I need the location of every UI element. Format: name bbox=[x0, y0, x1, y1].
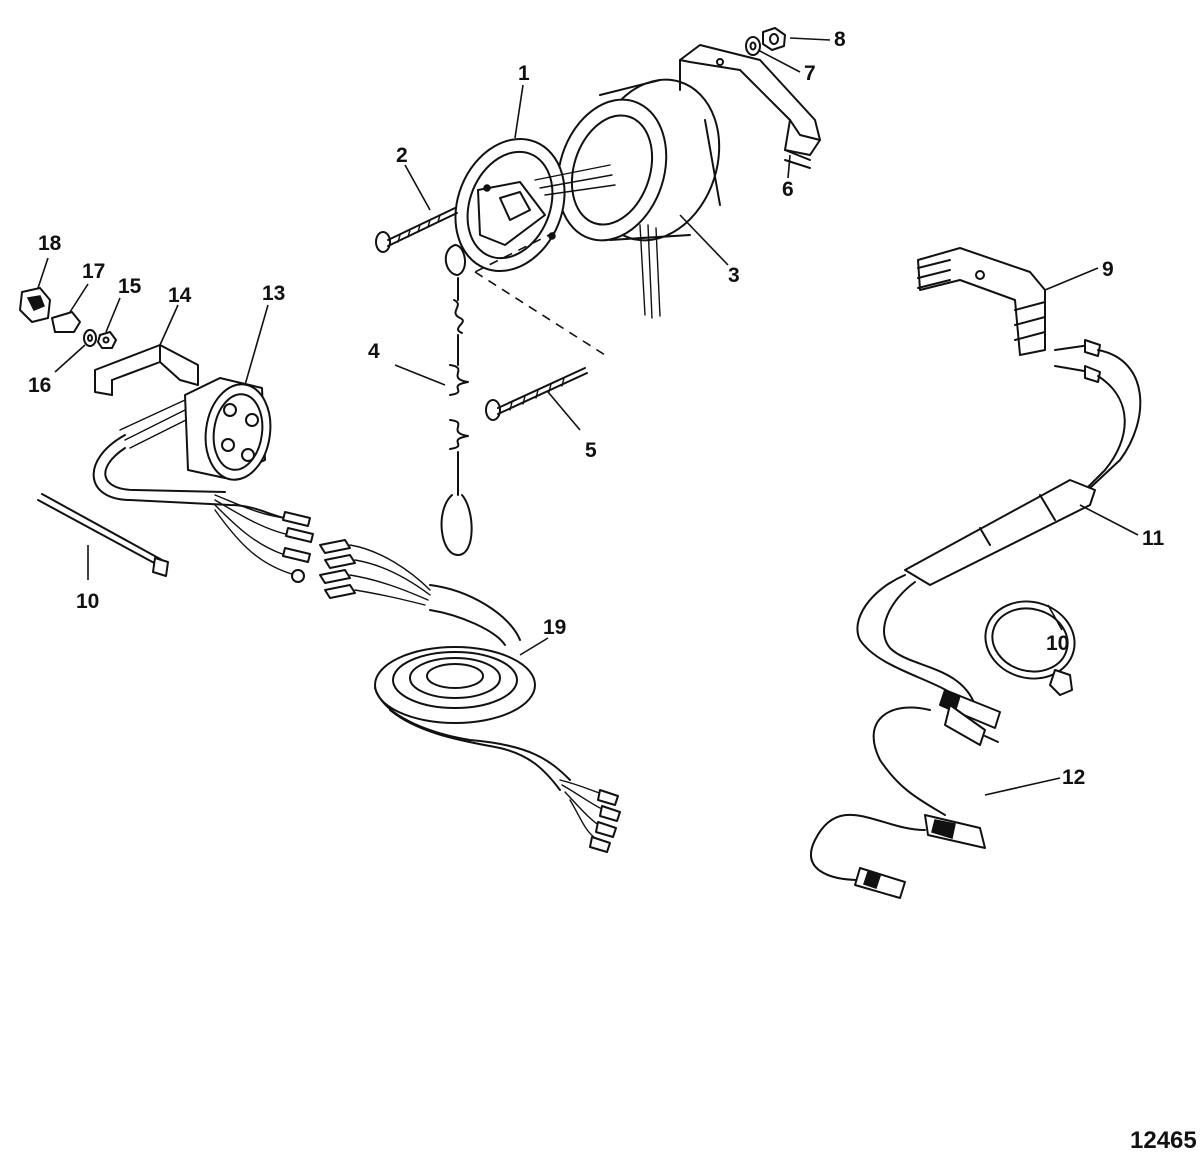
callout-3: 3 bbox=[728, 264, 740, 287]
part-10-hose-clamp-right bbox=[984, 600, 1076, 696]
part-3-mounting-cup bbox=[556, 78, 721, 319]
part-16-washer bbox=[83, 329, 97, 347]
callout-6: 6 bbox=[782, 178, 794, 201]
callout-19: 19 bbox=[543, 616, 566, 639]
callout-14: 14 bbox=[168, 284, 192, 307]
part-6-bracket bbox=[679, 44, 821, 169]
callout-18: 18 bbox=[38, 232, 62, 255]
part-5-screw bbox=[485, 367, 588, 421]
alignment-dashed-line bbox=[474, 231, 606, 356]
callout-10-left: 10 bbox=[76, 590, 99, 613]
part-2-screw bbox=[375, 207, 458, 253]
part-11-wiring-harness bbox=[856, 339, 1142, 706]
part-14-u-bracket bbox=[94, 344, 199, 396]
callout-leaders bbox=[37, 37, 1139, 796]
part-13-gauge bbox=[119, 377, 272, 481]
callout-9: 9 bbox=[1102, 258, 1114, 281]
callout-7: 7 bbox=[804, 62, 816, 85]
callout-12: 12 bbox=[1062, 766, 1085, 789]
part-10-cable-tie-left bbox=[37, 493, 169, 577]
callout-10-right: 10 bbox=[1046, 632, 1069, 655]
figure-number: 12465 bbox=[1130, 1127, 1197, 1154]
callout-5: 5 bbox=[585, 439, 597, 462]
part-17-lamp-bulb bbox=[51, 311, 81, 333]
callout-8: 8 bbox=[834, 28, 846, 51]
callout-17: 17 bbox=[82, 260, 105, 283]
part-19-extension-harness bbox=[319, 539, 621, 853]
callout-15: 15 bbox=[118, 275, 142, 298]
callout-1: 1 bbox=[518, 62, 530, 85]
part-7-washer bbox=[745, 36, 761, 56]
part-18-lamp-socket bbox=[19, 287, 51, 323]
callout-13: 13 bbox=[262, 282, 285, 305]
callout-11: 11 bbox=[1142, 527, 1165, 550]
part-12-sensor-connectors bbox=[810, 689, 1001, 899]
part-8-nut bbox=[762, 27, 786, 51]
part-4-lanyard bbox=[440, 244, 473, 556]
callout-2: 2 bbox=[396, 144, 408, 167]
part-13-harness-leads bbox=[92, 434, 314, 583]
part-15-nut bbox=[97, 331, 117, 349]
part-9-bracket bbox=[917, 247, 1046, 356]
part-1-switch-housing bbox=[454, 138, 616, 272]
callout-4: 4 bbox=[368, 340, 380, 363]
callout-labels: 1 2 3 4 5 6 7 8 9 10 10 11 12 13 14 15 1… bbox=[28, 28, 1165, 789]
callout-16: 16 bbox=[28, 374, 51, 397]
